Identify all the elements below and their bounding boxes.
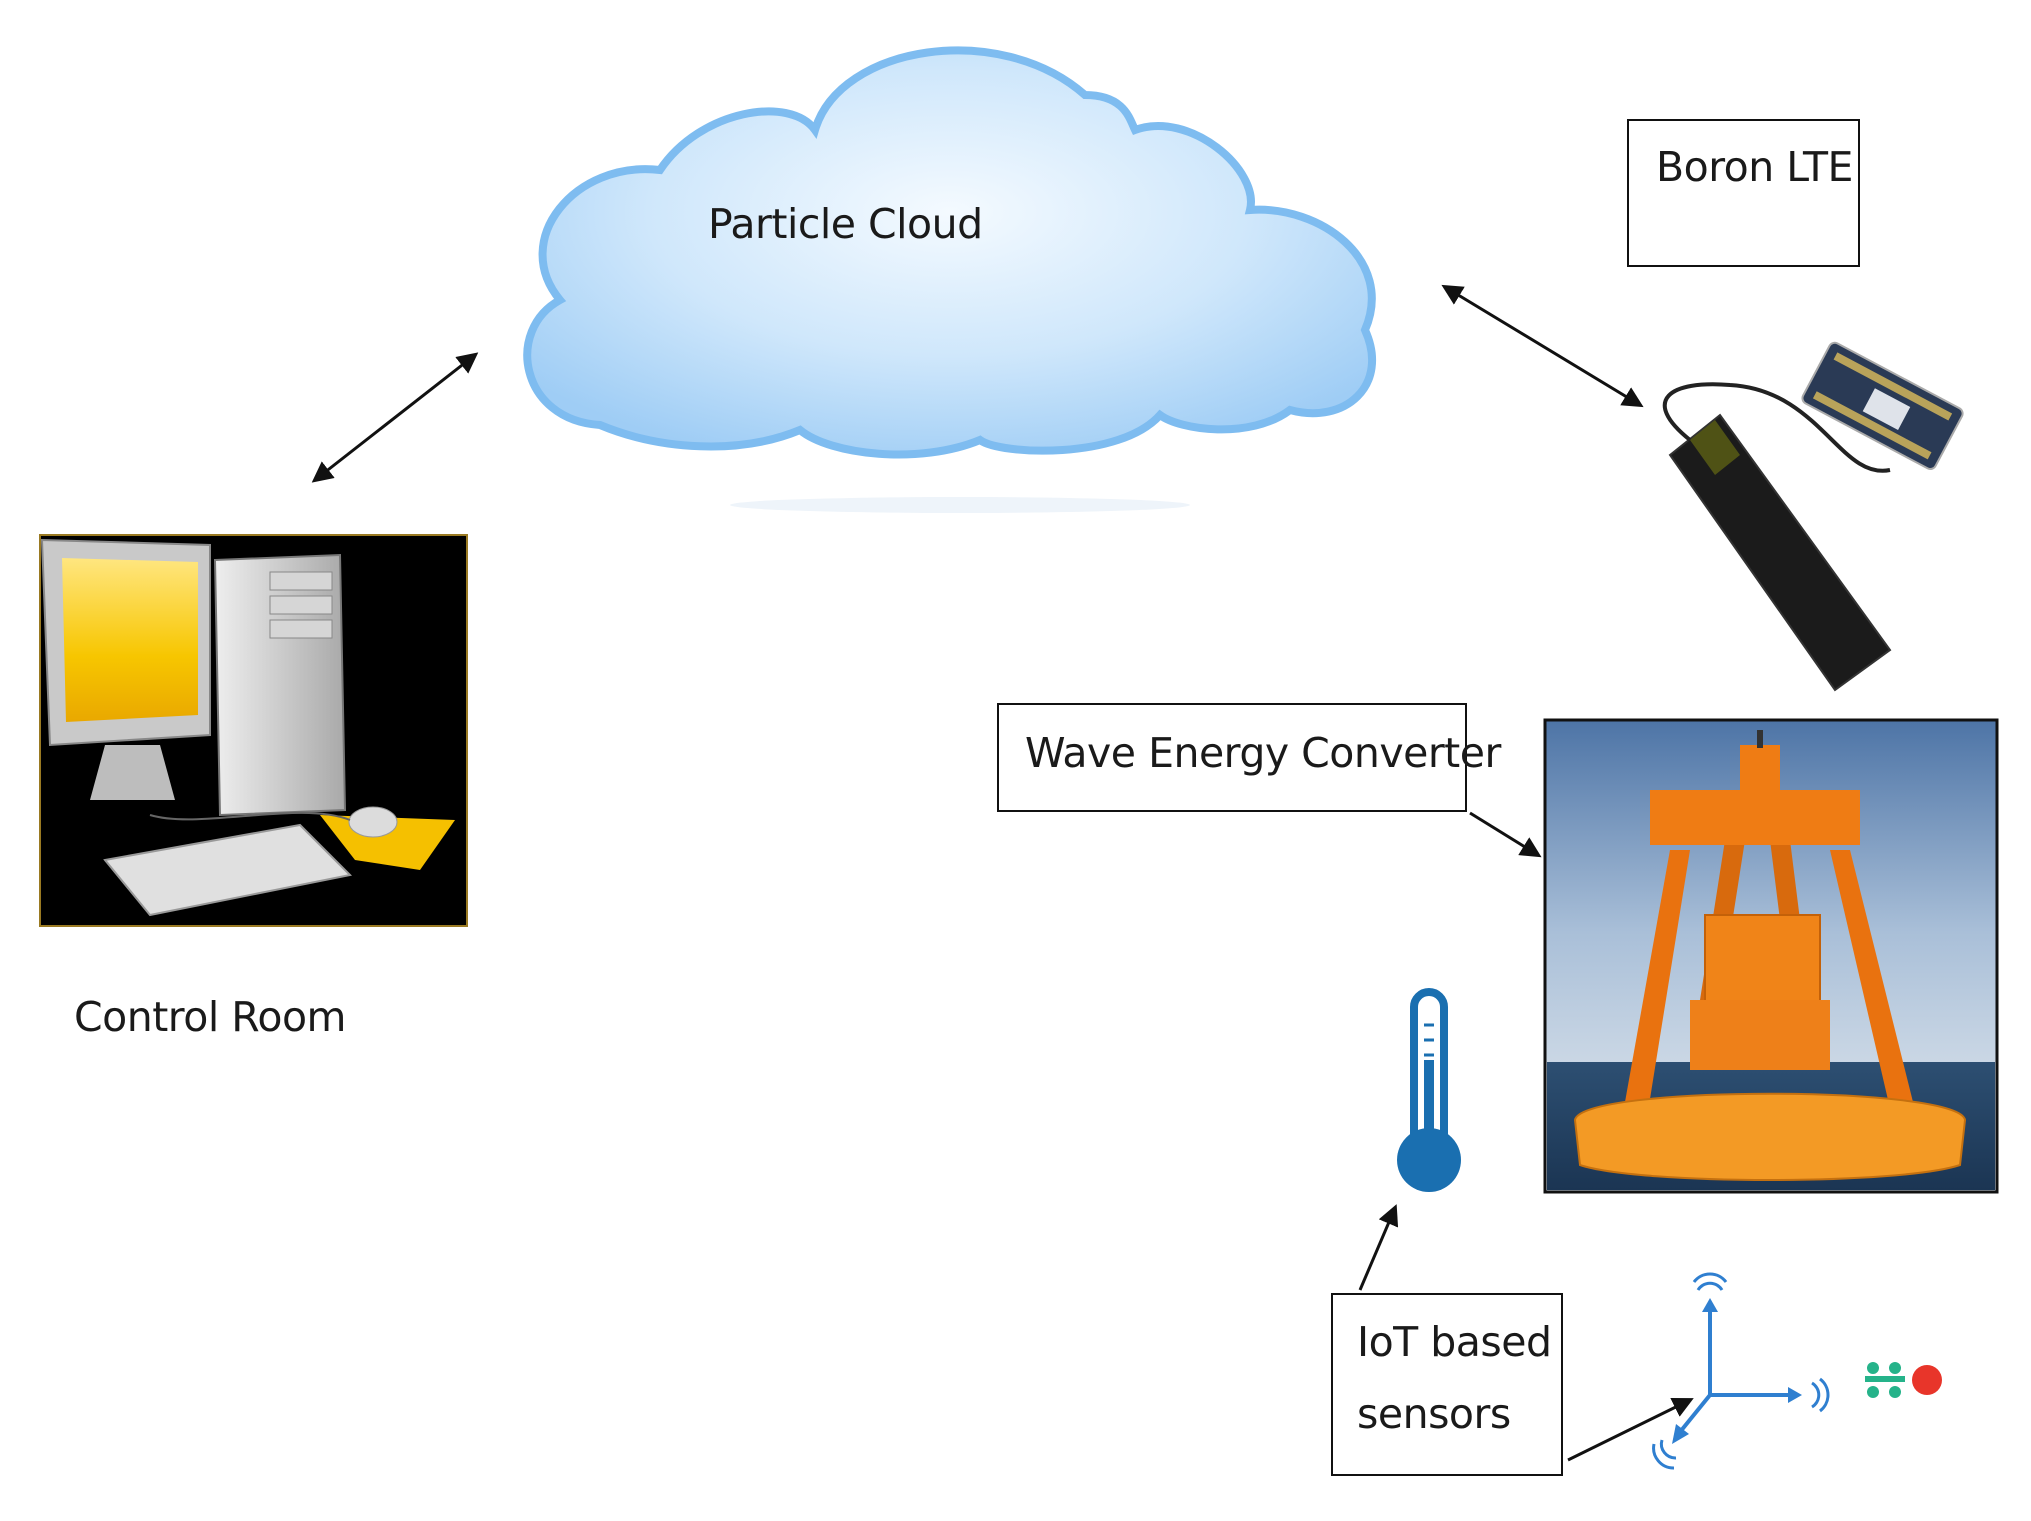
wave-energy-converter-box bbox=[997, 703, 1467, 812]
iot-sensors-label-line1: IoT based bbox=[1357, 1318, 1552, 1366]
connector-arrows bbox=[311, 284, 1694, 1462]
arrow-control-room-cloud bbox=[311, 352, 479, 483]
thermometer-icon bbox=[1397, 988, 1461, 1192]
wave-energy-buoy-icon bbox=[1543, 718, 1999, 1194]
boron-lte-board-icon bbox=[1662, 341, 1964, 692]
arrow-cloud-boron bbox=[1441, 284, 1644, 408]
wave-energy-converter-label: Wave Energy Converter bbox=[1025, 729, 1501, 777]
boron-lte-label: Boron LTE bbox=[1656, 143, 1853, 191]
arrow-sensors-to-accelerometer bbox=[1567, 1397, 1694, 1462]
desktop-computer-icon bbox=[39, 534, 468, 927]
gas-sensor-icon bbox=[1865, 1362, 1942, 1398]
accelerometer-axes-icon bbox=[1652, 1272, 1830, 1470]
cloud-label: Particle Cloud bbox=[708, 200, 983, 248]
control-room-label: Control Room bbox=[74, 993, 347, 1041]
arrow-sensors-to-thermometer bbox=[1358, 1204, 1399, 1291]
boron-lte-box bbox=[1627, 119, 1860, 267]
cloud-icon bbox=[523, 46, 1377, 513]
arrow-wec-label-to-photo bbox=[1469, 811, 1542, 858]
iot-sensors-label-line2: sensors bbox=[1357, 1390, 1511, 1438]
iot-sensors-box bbox=[1331, 1293, 1563, 1476]
